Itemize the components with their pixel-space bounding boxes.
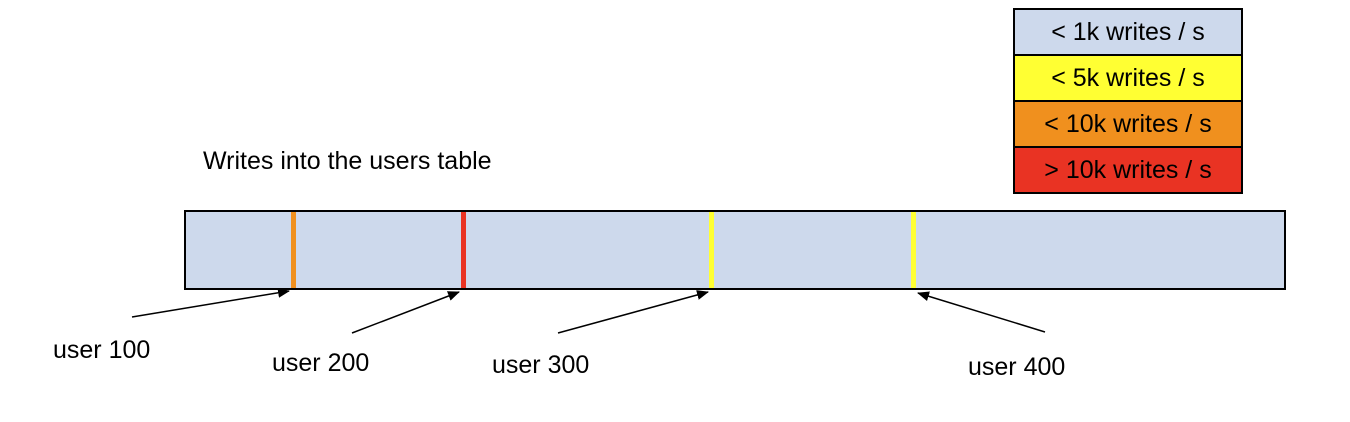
legend-row-gt-10k: > 10k writes / s — [1013, 146, 1243, 194]
arrow-line — [131, 287, 290, 318]
arrow-line — [557, 290, 709, 334]
write-hotspot-marker — [910, 212, 916, 288]
user-label-300: user 300 — [492, 351, 590, 379]
users-table-bar — [184, 210, 1286, 290]
legend-row-lt-10k: < 10k writes / s — [1013, 100, 1243, 148]
user-label-100: user 100 — [53, 336, 151, 364]
write-hotspot-marker — [708, 212, 714, 288]
user-label-200: user 200 — [272, 349, 370, 377]
legend-label: > 10k writes / s — [1044, 155, 1212, 184]
write-hotspot-marker — [290, 212, 296, 288]
arrow-line — [917, 291, 1046, 333]
legend-label: < 10k writes / s — [1044, 109, 1212, 138]
user-label-400: user 400 — [968, 353, 1066, 381]
legend-row-lt-5k: < 5k writes / s — [1013, 54, 1243, 102]
legend-label: < 5k writes / s — [1051, 63, 1205, 92]
write-hotspot-marker — [460, 212, 466, 288]
legend-label: < 1k writes / s — [1051, 17, 1205, 46]
diagram-title: Writes into the users table — [203, 147, 492, 175]
arrow-line — [351, 291, 460, 334]
legend: < 1k writes / s < 5k writes / s < 10k wr… — [1013, 8, 1243, 194]
